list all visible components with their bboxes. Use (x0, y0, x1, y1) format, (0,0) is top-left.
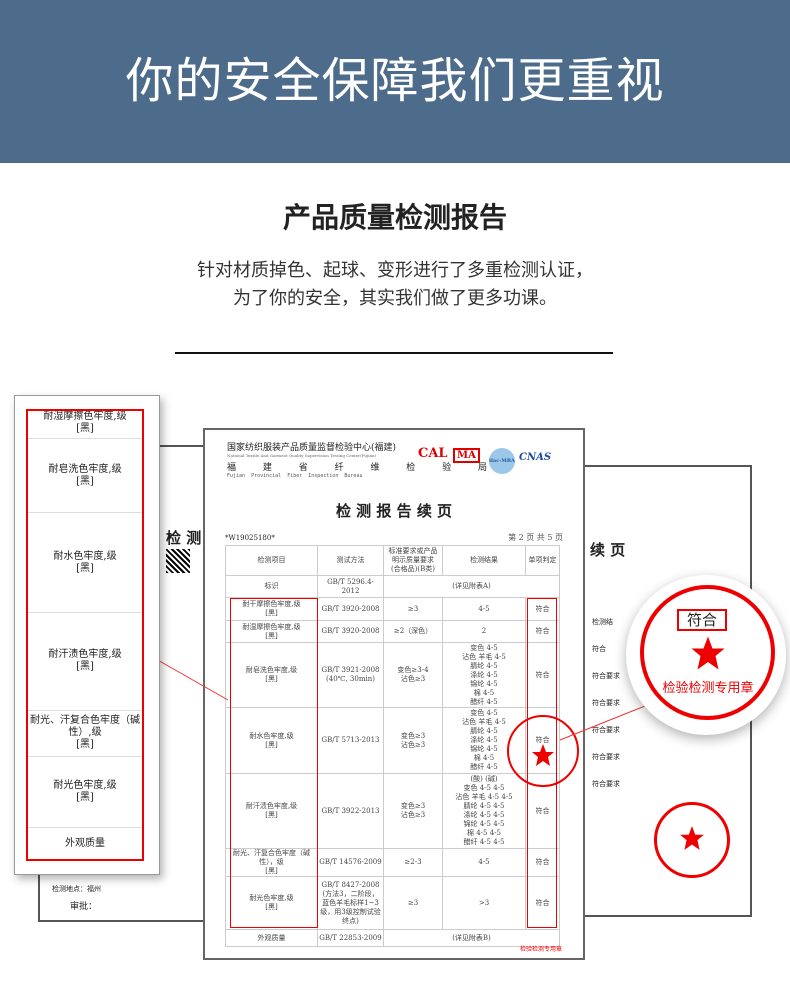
back-left-title: 检 测 (166, 529, 202, 547)
back-right-row: 检测结 (592, 618, 613, 626)
verdict: 符合 (525, 848, 560, 877)
result: >3 (442, 876, 526, 930)
section-title: 产品质量检测报告 (282, 201, 507, 234)
merged-cell: (详见附表B) (383, 929, 560, 947)
section-desc-2: 为了你的安全，其实我们做了更多功课。 (233, 288, 557, 309)
zoom-item: 耐光、汗复合色牢度（碱性）,级 [黑] (27, 711, 143, 757)
test-location: 检测地点：福州 (52, 885, 101, 893)
zoom-panel-left: 耐湿摩擦色牢度,级 [黑]耐皂洗色牢度,级 [黑]耐水色牢度,级 [黑]耐汗渍色… (14, 395, 160, 875)
star-icon (680, 826, 704, 850)
result: (酸) (碱) 变色 4-5 4-5 沾色 羊毛 4-5 4-5 腈纶 4-5 … (442, 773, 526, 849)
ilac-mra-logo: ilac-MRA (489, 448, 515, 474)
star-icon (532, 744, 554, 766)
back-right-row: 符合要求 (592, 726, 620, 734)
test-item: 耐皂洗色牢度,级 [黑] (225, 642, 318, 708)
org-name-cn: 国家纺织服装产品质量监督检验中心(福建) (227, 443, 397, 453)
back-right-row: 符合要求 (592, 780, 620, 788)
zoom-item: 耐光色牢度,级 [黑] (27, 757, 143, 828)
verdict: 符合 (525, 876, 560, 930)
bureau-name-en: Fujian Provincial Fiber Inspection Burea… (227, 473, 363, 479)
requirement: 变色≥3 沾色≥3 (383, 707, 443, 774)
result: 4-5 (442, 597, 526, 621)
zoom-circle-stamp: 符合 检验检测专用章 (626, 575, 786, 735)
star-icon (691, 636, 725, 670)
back-right-rows: 检测结符合符合要求符合要求符合要求符合要求符合要求 (592, 609, 620, 798)
test-item: 耐干摩擦色牢度,级 [黑] (225, 597, 318, 621)
section-desc-1: 针对材质掉色、起球、变形进行了多重检测认证， (197, 260, 593, 281)
test-item: 耐水色牢度,级 [黑] (225, 707, 318, 774)
test-method: GB/T 8427-2008 (方法3，二阶段，蓝色羊毛标样1~3级，用3级控制… (317, 876, 384, 930)
test-method: GB/T 22853-2009 (317, 929, 384, 947)
zoom-highlight-box (26, 409, 144, 861)
report-table: 检测项目测试方法标准要求或产品 明示质量要求 (合格品)(B类)检测结果单项判定… (225, 545, 560, 947)
official-stamp (507, 715, 579, 787)
main-report: 国家纺织服装产品质量监督检验中心(福建) National Textile An… (203, 428, 585, 960)
result: 变色 4-5 沾色 羊毛 4-5 腈纶 4-5 涤纶 4-5 锦纶 4-5 棉 … (442, 642, 526, 708)
zoom-item: 耐汗渍色牢度,级 [黑] (27, 613, 143, 711)
result: 4-5 (442, 848, 526, 877)
small-stamp (654, 802, 730, 878)
table-row: 耐光色牢度,级 [黑]GB/T 8427-2008 (方法3，二阶段，蓝色羊毛标… (225, 876, 560, 930)
zoom-item: 耐湿摩擦色牢度,级 [黑] (27, 409, 143, 439)
approve-label: 审批： (70, 902, 98, 912)
cnas-logo: CNAS (519, 452, 552, 463)
bureau-name-cn: 福 建 省 纤 维 检 验 局 (227, 463, 500, 473)
test-method: GB/T 3920-2008 (317, 597, 384, 621)
column-header: 标准要求或产品 明示质量要求 (合格品)(B类) (383, 545, 443, 576)
zoom-item: 耐水色牢度,级 [黑] (27, 513, 143, 614)
stamp-label: 检验检测专用章 (519, 946, 562, 953)
test-item: 耐汗渍色牢度,级 [黑] (225, 773, 318, 849)
column-header: 单项判定 (525, 545, 560, 576)
zoom-verdict: 符合 (677, 609, 728, 631)
back-right-row: 符合要求 (592, 672, 620, 680)
banner-title: 你的安全保障我们更重视 (0, 0, 790, 163)
divider (175, 352, 613, 354)
column-header: 检测项目 (225, 545, 318, 576)
org-name-en: National Textile And Garment Quality Sup… (227, 453, 377, 458)
test-item: 外观质量 (225, 929, 318, 947)
report-number: *W19025180* (225, 534, 275, 542)
cal-logo: CAL (418, 446, 448, 461)
page-info: 第 2 页 共 5 页 (508, 533, 563, 542)
zoom-stamp-label: 检验检测专用章 (662, 681, 754, 696)
zoom-stamp: 符合 检验检测专用章 (640, 585, 775, 720)
test-method: GB/T 5713-2013 (317, 707, 384, 774)
back-right-row: 符合 (592, 645, 606, 653)
verdict: 符合 (525, 597, 560, 621)
table-row: 耐皂洗色牢度,级 [黑]GB/T 3921-2008 (40℃, 30min)变… (225, 642, 560, 708)
report-title: 检 测 报 告 续 页 (335, 502, 453, 520)
table-header: 检测项目测试方法标准要求或产品 明示质量要求 (合格品)(B类)检测结果单项判定 (225, 545, 560, 576)
item-highlight-box (230, 598, 318, 928)
qr-code-icon (166, 549, 190, 573)
back-right-title: 续 页 (590, 541, 626, 559)
zoom-item: 耐皂洗色牢度,级 [黑] (27, 439, 143, 514)
cma-logo: MA (453, 448, 480, 463)
test-method: GB/T 5296.4-2012 (317, 575, 384, 598)
back-right-row: 符合要求 (592, 753, 620, 761)
back-right-row: 符合要求 (592, 699, 620, 707)
